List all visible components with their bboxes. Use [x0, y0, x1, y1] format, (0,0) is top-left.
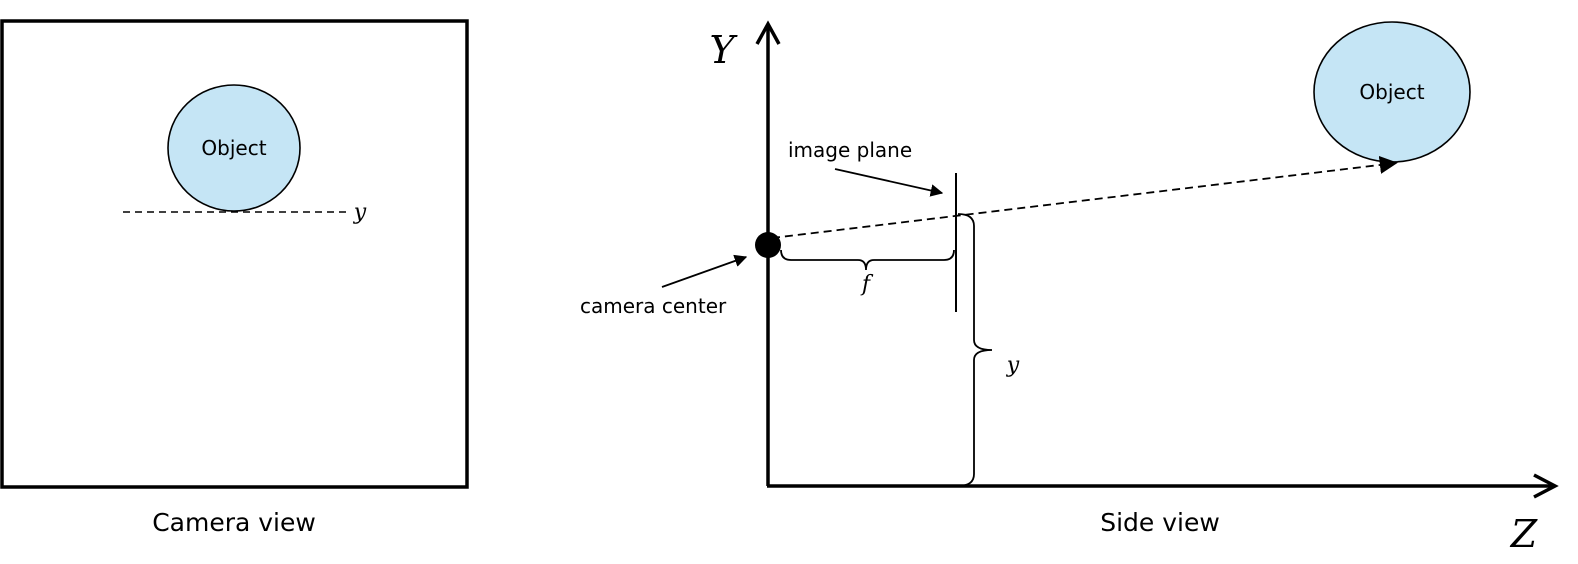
camera-view-y-label: y	[353, 200, 367, 225]
y-height-brace	[957, 213, 993, 487]
side-view-object-label: Object	[1359, 80, 1424, 104]
camera-view-caption: Camera view	[152, 508, 316, 537]
camera-view-panel: Object y Camera view	[0, 19, 469, 537]
side-view-panel: Y Z Object image plane camera center f y…	[580, 20, 1559, 556]
camera-view-object	[167, 84, 301, 212]
camera-center-dot	[755, 232, 781, 258]
z-axis-label: Z	[1510, 512, 1538, 556]
camera-view-frame	[0, 19, 469, 489]
camera-center-label: camera center	[580, 294, 727, 318]
z-axis-arrowhead	[1533, 473, 1559, 499]
projection-ray	[771, 155, 1398, 239]
side-view-caption: Side view	[1100, 508, 1220, 537]
side-view-y-label: y	[1006, 353, 1020, 378]
image-plane-pointer-arrow	[834, 168, 944, 197]
y-axis-label: Y	[709, 28, 738, 72]
camera-center-pointer-arrow	[661, 254, 748, 288]
camera-view-object-label: Object	[201, 136, 266, 160]
image-plane-label: image plane	[788, 138, 912, 162]
y-axis-arrowhead	[755, 20, 781, 45]
focal-length-label: f	[860, 272, 874, 297]
focal-length-brace	[780, 249, 955, 271]
